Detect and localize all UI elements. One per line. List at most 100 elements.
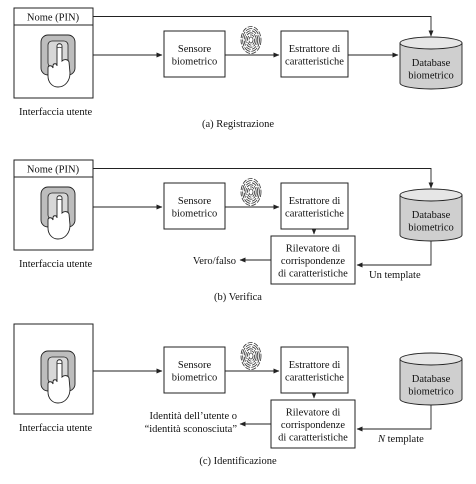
feature-matcher-label: Rilevatore di	[286, 244, 341, 255]
fingerprint-ridge	[248, 36, 254, 44]
fingerprint-reader-icon	[40, 34, 76, 88]
fingerprint-ridge	[245, 348, 257, 364]
feature-extractor-label: caratteristiche	[285, 208, 344, 219]
fingerprint-ridge	[243, 30, 259, 50]
feature-matcher-label: corrispondenze	[281, 420, 345, 431]
template-word: template	[385, 434, 424, 445]
feature-extractor-label: caratteristiche	[285, 56, 344, 67]
feature-matcher-frame	[270, 399, 356, 449]
biometric-sensor-label: Sensore	[178, 360, 212, 371]
fingerprint-icon	[240, 26, 262, 54]
feature-extractor-frame	[280, 182, 349, 230]
name-pin-label: Nome (PIN)	[27, 13, 80, 24]
database-label: biometrico	[408, 387, 454, 398]
fingerprint-ridge	[245, 184, 257, 200]
name-pin-label: Nome (PIN)	[27, 165, 80, 176]
result-label: “identità sconosciuta”	[145, 424, 238, 435]
database-body	[399, 194, 463, 242]
user-interface-label: Interfaccia utente	[19, 259, 92, 270]
biometric-sensor-label: biometrico	[172, 56, 218, 67]
biometric-sensor-label: biometrico	[172, 208, 218, 219]
biometric-database: Database biometrico	[399, 188, 463, 242]
fingerprint-ridge	[243, 346, 259, 366]
feature-extractor-frame	[280, 346, 349, 394]
fingerprint-ridge	[242, 344, 260, 368]
panel-caption: (b) Verifica	[214, 292, 262, 303]
panel-caption: (c) Identificazione	[199, 456, 277, 467]
fingerprint-ridge	[245, 32, 257, 48]
fingerprint-ridge	[242, 28, 260, 52]
name-pin-connector	[93, 16, 434, 37]
fingerprint-ridge	[240, 342, 262, 370]
biometric-database: Database biometrico	[399, 36, 463, 90]
feature-matcher-label: di caratteristiche	[278, 433, 348, 444]
fingerprint-icon	[240, 178, 262, 206]
biometric-sensor-frame	[163, 182, 226, 230]
finger-hand	[47, 195, 71, 240]
feature-matcher-label: corrispondenze	[281, 256, 345, 267]
feature-extractor-label: Estrattore di	[289, 196, 341, 207]
panel-3: Interfaccia utenteSensorebiometricoEstra…	[13, 323, 463, 467]
fingerprint-ridge	[247, 186, 255, 198]
result-label: Identità dell’utente o	[150, 411, 237, 422]
fingerprint-reader-icon	[40, 186, 76, 240]
feature-extractor-label: Estrattore di	[289, 44, 341, 55]
template-label: Un template	[369, 270, 421, 281]
fingerprint-ridge	[240, 26, 262, 54]
panel-caption: (a) Registrazione	[202, 119, 274, 130]
result-label: Vero/falso	[193, 256, 236, 267]
feature-matcher-label: di caratteristiche	[278, 269, 348, 280]
database-label: Database	[412, 374, 451, 385]
finger-hand	[47, 43, 71, 88]
fingerprint-icon	[240, 342, 262, 370]
database-label: biometrico	[408, 71, 454, 82]
fingertip-mark	[57, 362, 62, 365]
biometric-sensor-label: Sensore	[178, 44, 212, 55]
template-count: N	[377, 434, 386, 445]
database-label: Database	[412, 58, 451, 69]
fingerprint-ridge	[242, 180, 260, 204]
fingerprint-ridge	[243, 182, 259, 202]
database-top	[399, 352, 463, 366]
database-top	[399, 188, 463, 202]
fingerprint-ridge	[248, 188, 254, 196]
fingerprint-ridge	[248, 352, 254, 360]
user-interface-label: Interfaccia utente	[19, 423, 92, 434]
database-label: biometrico	[408, 223, 454, 234]
fingerprint-ridge	[247, 350, 255, 362]
biometric-sensor-frame	[163, 30, 226, 78]
template-label: N template	[377, 434, 424, 445]
finger-hand	[47, 359, 71, 404]
fingertip-mark	[57, 198, 62, 201]
fingerprint-reader-icon	[40, 350, 76, 404]
database-top	[399, 36, 463, 50]
fingerprint-ridge	[240, 178, 262, 206]
feature-extractor-frame	[280, 30, 349, 78]
database-label: Database	[412, 210, 451, 221]
fingerprint-ridge	[247, 34, 255, 46]
database-to-matcher-arrow	[356, 405, 432, 432]
database-to-matcher-arrow	[356, 241, 432, 268]
biometric-sensor-frame	[163, 346, 226, 394]
biometric-sensor-label: biometrico	[172, 372, 218, 383]
biometric-sensor-label: Sensore	[178, 196, 212, 207]
name-pin-connector	[93, 168, 434, 189]
user-interface-label: Interfaccia utente	[19, 107, 92, 118]
database-body	[399, 42, 463, 90]
feature-extractor-label: Estrattore di	[289, 360, 341, 371]
biometric-database: Database biometrico	[399, 352, 463, 406]
feature-extractor-label: caratteristiche	[285, 372, 344, 383]
fingertip-mark	[57, 46, 62, 49]
feature-matcher-label: Rilevatore di	[286, 408, 341, 419]
